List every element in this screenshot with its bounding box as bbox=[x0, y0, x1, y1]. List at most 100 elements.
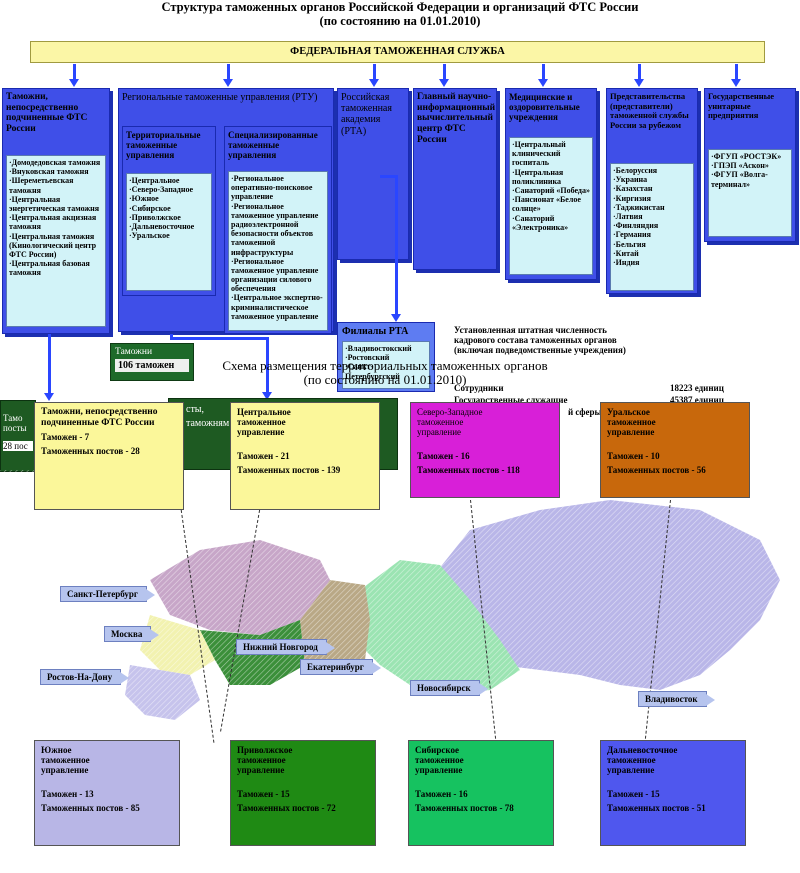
list-item: ·Южное bbox=[129, 194, 159, 204]
rta-block: Российская таможенная академия (РТА) bbox=[337, 88, 409, 260]
list-item: ·Киргизия bbox=[613, 193, 651, 203]
city-novosibirsk: Новосибирск bbox=[410, 680, 488, 696]
title-line-2: (по состоянию на 01.01.2010) bbox=[319, 14, 481, 29]
region-northwest-name: Северо-Западное таможенное управление bbox=[417, 407, 483, 438]
map-title-line-1: Схема размещения территориальных таможен… bbox=[222, 358, 548, 373]
list-item: ·Северо-Западное bbox=[129, 185, 194, 195]
rtu-special-block: Специализированные таможенные управления… bbox=[224, 126, 332, 334]
region-fareast-posts: Таможенных постов - 51 bbox=[607, 803, 706, 814]
arrow-icon bbox=[262, 337, 272, 400]
region-ural-posts: Таможенных постов - 56 bbox=[607, 465, 706, 476]
connector-line bbox=[170, 337, 268, 340]
region-central-customs: Таможен - 21 bbox=[237, 451, 290, 462]
city-moscow: Москва bbox=[104, 626, 160, 642]
representations-list: ·Белоруссия ·Украина ·Казахстан ·Киргизи… bbox=[610, 163, 694, 291]
list-item: ·Германия bbox=[613, 230, 651, 240]
region-south-name: Южное таможенное управление bbox=[41, 745, 90, 776]
city-nizhny-novgorod: Нижний Новгород bbox=[236, 639, 335, 655]
map-title: Схема размещения территориальных таможен… bbox=[190, 358, 580, 388]
fts-banner: ФЕДЕРАЛЬНАЯ ТАМОЖЕННАЯ СЛУЖБА bbox=[30, 41, 765, 63]
representations-block: Представительства (представители) таможе… bbox=[606, 88, 698, 294]
list-item: ·Санаторий «Электроника» bbox=[512, 213, 569, 232]
list-item: ·Бельгия bbox=[613, 239, 646, 249]
list-item: ·Ростовский bbox=[345, 353, 390, 363]
city-yekaterinburg: Екатеринбург bbox=[300, 659, 381, 675]
region-ural: Уральское таможенное управление Таможен … bbox=[600, 402, 750, 498]
list-item: ·Шереметьевская таможня bbox=[9, 176, 74, 195]
list-item: ·Белоруссия bbox=[613, 166, 658, 175]
rta-branches-list: ·Владивостокский ·Ростовский ·Санкт-Пете… bbox=[342, 341, 430, 389]
region-ural-name: Уральское таможенное управление bbox=[607, 407, 656, 438]
list-item: ·Центральное экспертно-криминалистическо… bbox=[231, 293, 323, 321]
gup-block: Государственные унитарные предприятия ·Ф… bbox=[704, 88, 796, 242]
staff-civil-value: 45387 единиц bbox=[670, 395, 724, 405]
region-south: Южное таможенное управление Таможен - 13… bbox=[34, 740, 180, 846]
region-siberia-name: Сибирское таможенное управление bbox=[415, 745, 464, 776]
list-item: ·Сибирское bbox=[129, 203, 171, 213]
list-item: ·Центральное bbox=[129, 176, 180, 185]
direct-customs-block: Таможни, непосредственно подчиненные ФТС… bbox=[2, 88, 110, 334]
rta-branches-header: Филиалы РТА bbox=[342, 326, 409, 337]
list-item: ·Региональное оперативно-поисковое управ… bbox=[231, 174, 313, 202]
region-siberia: Сибирское таможенное управление Таможен … bbox=[408, 740, 554, 846]
list-item: ·Таджикистан bbox=[613, 202, 665, 212]
arrow-icon bbox=[369, 64, 379, 87]
arrow-icon bbox=[44, 334, 54, 401]
region-fareast: Дальневосточное таможенное управление Та… bbox=[600, 740, 746, 846]
legend-customs-label: Таможни bbox=[115, 347, 153, 357]
list-item: ·Внуковская таможня bbox=[9, 167, 89, 177]
list-item: ·Уральское bbox=[129, 231, 170, 241]
list-item: ·Латвия bbox=[613, 211, 643, 221]
list-item: ·Центральная таможня (Кинологический цен… bbox=[9, 231, 97, 259]
list-item: ·Индия bbox=[613, 257, 640, 267]
region-direct-name: Таможни, непосредственно подчиненные ФТС… bbox=[41, 407, 158, 428]
medical-block: Медицинские и оздоровительные учреждения… bbox=[505, 88, 597, 280]
list-item: ·Центральная акцизная таможня bbox=[9, 213, 97, 232]
rtu-territorial-header: Территориальные таможенные управления bbox=[126, 130, 201, 161]
region-central-posts: Таможенных постов - 139 bbox=[237, 465, 341, 476]
arrow-icon bbox=[391, 175, 401, 322]
gnivc-header: Главный научно-информационный вычислител… bbox=[417, 92, 496, 145]
region-siberia-posts: Таможенных постов - 78 bbox=[415, 803, 514, 814]
list-item: ·Приволжское bbox=[129, 212, 181, 222]
legend-left-fragment-2: посты bbox=[3, 423, 27, 433]
arrow-icon bbox=[439, 64, 449, 87]
arrow-icon bbox=[538, 64, 548, 87]
list-item: ·Финляндия bbox=[613, 221, 659, 231]
staff-civil-tail: й сферы bbox=[568, 407, 602, 417]
list-item: ·ФГУП «РОСТЭК» bbox=[711, 152, 782, 161]
region-fareast-name: Дальневосточное таможенное управление bbox=[607, 745, 678, 776]
staff-civil-label: Государственные служащие bbox=[454, 395, 568, 405]
region-south-customs: Таможен - 13 bbox=[41, 789, 94, 800]
title-line-1: Структура таможенных органов Российской … bbox=[161, 0, 639, 14]
legend-posts-fragment-2: таможням bbox=[186, 418, 230, 429]
list-item: ·Казахстан bbox=[613, 184, 653, 194]
rtu-special-header: Специализированные таможенные управления bbox=[228, 130, 318, 161]
arrow-icon bbox=[69, 64, 79, 87]
region-siberia-customs: Таможен - 16 bbox=[415, 789, 468, 800]
rta-connector bbox=[380, 175, 398, 178]
region-fareast-customs: Таможен - 15 bbox=[607, 789, 660, 800]
city-rostov: Ростов-На-Дону bbox=[40, 669, 130, 685]
rtu-territorial-list: ·Центральное ·Северо-Западное ·Южное ·Си… bbox=[126, 173, 212, 291]
region-ural-customs: Таможен - 10 bbox=[607, 451, 660, 462]
map-title-line-2: (по состоянию на 01.01.2010) bbox=[303, 372, 467, 388]
list-item: ·Региональное таможенное управление ради… bbox=[231, 201, 319, 257]
arrow-icon bbox=[223, 64, 233, 87]
list-item: ·ГПЭП «Аскон» bbox=[711, 161, 769, 171]
gup-header: Государственные унитарные предприятия bbox=[708, 91, 775, 121]
region-central-name: Центральное таможенное управление bbox=[237, 407, 291, 438]
region-northwest: Северо-Западное таможенное управление Та… bbox=[410, 402, 560, 498]
region-volga-posts: Таможенных постов - 72 bbox=[237, 803, 336, 814]
gnivc-block: Главный научно-информационный вычислител… bbox=[413, 88, 497, 270]
legend-left-fragment-1: Тамо bbox=[3, 413, 23, 423]
region-northwest-posts: Таможенных постов - 118 bbox=[417, 465, 520, 476]
list-item: ·Центральный клинический госпиталь bbox=[512, 140, 566, 168]
rtu-header: Региональные таможенные управления (РТУ) bbox=[122, 92, 318, 103]
legend-left-fragment-3: 28 пос bbox=[3, 441, 33, 451]
city-vladivostok: Владивосток bbox=[638, 691, 715, 707]
region-volga: Приволжское таможенное управление Таможе… bbox=[230, 740, 376, 846]
medical-list: ·Центральный клинический госпиталь ·Цент… bbox=[509, 137, 593, 275]
list-item: ·Дальневосточное bbox=[129, 221, 195, 231]
list-item: ·Владивостокский bbox=[345, 344, 412, 353]
